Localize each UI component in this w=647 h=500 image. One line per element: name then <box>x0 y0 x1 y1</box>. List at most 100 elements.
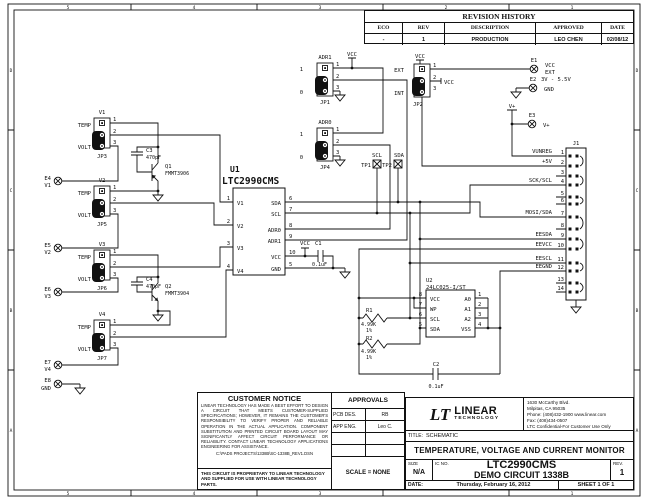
u2-pin-number: 8 <box>419 292 422 298</box>
zone-bottom: 5 <box>67 491 70 497</box>
svg-text:10: 10 <box>557 243 564 249</box>
jp5-pin: 3 <box>113 208 116 214</box>
sheet-frame <box>7 3 641 497</box>
rev-approved: LEO CHEN <box>536 34 602 45</box>
zone-bottom: 4 <box>193 491 196 497</box>
jp2-pin: 1 <box>433 63 436 69</box>
jp5-pin: 2 <box>113 197 116 203</box>
jp5-jumper <box>92 185 111 218</box>
jp1-net: ADR1 <box>318 55 331 61</box>
e7-label: V4 <box>44 367 51 373</box>
jp4-pin: 3 <box>336 150 339 156</box>
icno-cell: IC NO. LTC2990CMS DEMO CIRCUIT 1338B <box>433 460 611 480</box>
zone-top: 4 <box>193 5 196 11</box>
e1-label: 3V - 5.5V <box>541 77 571 83</box>
q1-ref: Q1 <box>165 164 172 170</box>
jp4-net: ADR0 <box>318 120 331 126</box>
jp7-net: V4 <box>99 312 106 318</box>
svg-text:13: 13 <box>557 277 564 283</box>
u1-pin-label: VCC <box>271 255 281 261</box>
svg-text:EEGND: EEGND <box>535 264 552 270</box>
e6-label: V3 <box>44 294 51 300</box>
e3-label: V+ <box>543 123 550 129</box>
jp3-pin: 3 <box>113 140 116 146</box>
u2-pin-label: VCC <box>430 297 440 303</box>
u1-pin-number: 4 <box>227 264 231 270</box>
c2-value: 0.1uF <box>428 384 443 390</box>
approval-row: APP ENG. Leo C. <box>332 421 404 433</box>
ground-symbols <box>74 88 582 395</box>
jp1-pos0: 0 <box>300 90 303 96</box>
customer-notice-heading: CUSTOMER NOTICE <box>227 394 302 403</box>
tp2-ref: TP2 <box>382 163 392 169</box>
passive-labels: R1 4.99K 1% R2 4.99K 1% C2 0.1uF C3 470p… <box>146 148 444 390</box>
jp3-net: V1 <box>99 110 106 116</box>
date-value: Thursday, February 16, 2012 <box>456 482 531 488</box>
company-address: 1630 McCarthy Blvd. Milpitas, CA 95035 P… <box>524 398 633 430</box>
q2-ref: Q2 <box>165 284 172 290</box>
svg-text:1: 1 <box>561 150 564 156</box>
e6-turret <box>53 287 63 297</box>
jp3-temp: TEMP <box>78 123 92 129</box>
r2-tol: 1% <box>366 355 372 361</box>
j1-ref: J1 <box>573 141 580 147</box>
zone-top: 1 <box>571 5 574 11</box>
jp2-net: VCC <box>415 54 425 60</box>
u2-pin-label: SCL <box>430 317 441 323</box>
turret-labels: E1 VCC EXT 3V - 5.5V E2 GND E3 V+ V+ E4 … <box>41 58 571 392</box>
c1-value: 0.1uF <box>312 262 327 268</box>
zone-left: A <box>10 428 13 434</box>
q1-part: FMMT3906 <box>165 171 189 177</box>
zone-left: C <box>10 188 13 194</box>
date-cell: DATE: Thursday, February 16, 2012 <box>406 481 559 489</box>
e5-turret <box>53 243 63 253</box>
r2-value: 4.99K <box>361 349 376 355</box>
address-line: 1630 McCarthy Blvd. <box>527 400 570 405</box>
u1-pin-number: 7 <box>289 207 292 213</box>
jp6-net: V3 <box>99 242 106 248</box>
jp4-jumper <box>315 127 334 162</box>
u2-pin-label: A0 <box>464 297 471 303</box>
jp4-pos1: 1 <box>300 132 303 138</box>
svg-text:6: 6 <box>561 198 564 204</box>
u2-part: 24LC025-I/ST <box>426 285 466 291</box>
date-label: DATE: <box>408 482 423 488</box>
jp7-jumper <box>92 319 111 352</box>
u2-pin-number: 7 <box>419 302 422 308</box>
part-number: LTC2990CMS <box>486 460 557 471</box>
e5-label: V2 <box>44 250 51 256</box>
approval-label: APP ENG. <box>332 421 366 432</box>
u1-pin-number: 9 <box>289 234 292 240</box>
q2-part: FMMT3904 <box>165 291 189 297</box>
u2-pin-number: 6 <box>419 312 422 318</box>
u2-ic: U2 24LC025-I/ST VCC WP SCL SDA A0 A1 A2 … <box>419 278 482 338</box>
customer-notice-body: LINEAR TECHNOLOGY HAS MADE A BEST EFFORT… <box>201 403 328 449</box>
svg-text:14: 14 <box>557 286 564 292</box>
zone-top: 3 <box>319 5 322 11</box>
jp7-volt: VOLT <box>78 347 92 353</box>
jp3-pin: 2 <box>113 129 116 135</box>
tp2-net: SDA <box>394 153 405 159</box>
e8-ref: E8 <box>44 378 51 384</box>
u1-pin-number: 6 <box>289 196 292 202</box>
svg-text:EESDA: EESDA <box>535 232 552 238</box>
transistor-arrows <box>152 175 158 301</box>
svg-text:11: 11 <box>557 257 564 263</box>
u2-pin-label: A2 <box>464 317 471 323</box>
r1-value: 4.99K <box>361 322 376 328</box>
size-label: SIZE <box>408 461 419 466</box>
size-value: N/A <box>412 469 426 476</box>
jp1-pin: 3 <box>336 85 339 91</box>
zone-top: 5 <box>67 5 70 11</box>
u2-pin-number: 4 <box>478 322 482 328</box>
u1-pin-label: ADR0 <box>268 228 281 234</box>
svg-text:SCK/SCL: SCK/SCL <box>529 178 553 184</box>
svg-text:12: 12 <box>557 265 564 271</box>
vcc-net-label: VCC <box>300 241 310 247</box>
size-cell: SIZE N/A <box>406 460 433 480</box>
zone-top: 2 <box>445 5 448 11</box>
vplus-net-label: V+ <box>509 104 516 110</box>
u2-pin-label: VSS <box>461 327 471 333</box>
